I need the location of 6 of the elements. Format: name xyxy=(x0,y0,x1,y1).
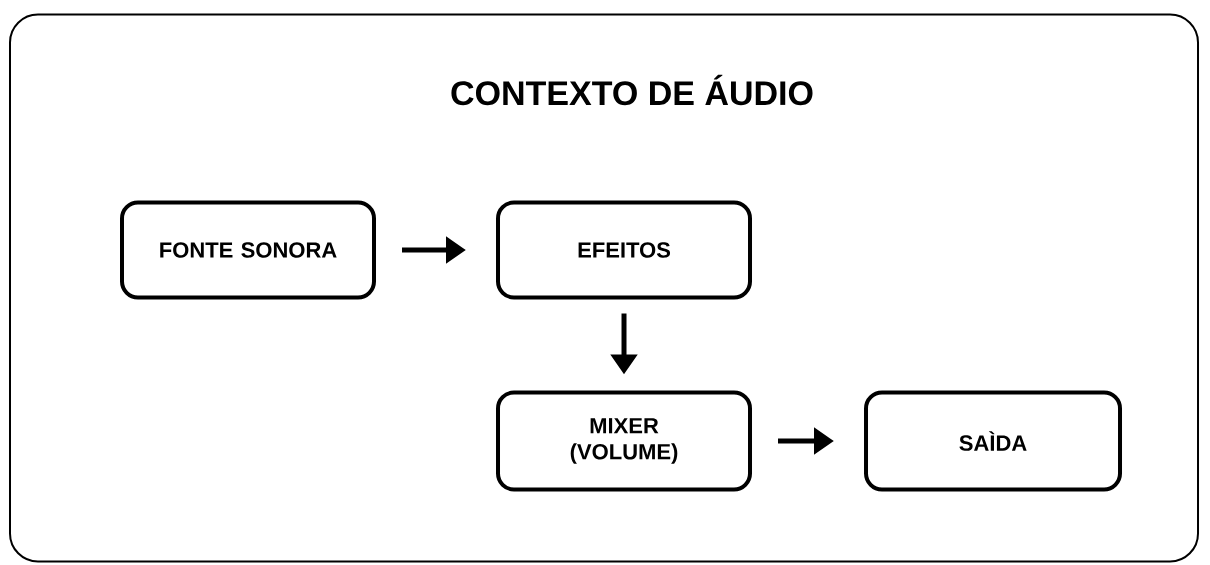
process-box: SAÌDA xyxy=(864,390,1122,492)
title: CONTEXTO DE ÁUDIO xyxy=(451,74,813,106)
process-box: MIXER (VOLUME) xyxy=(496,390,752,492)
process-box: EFEITOS xyxy=(496,200,752,300)
frame xyxy=(9,13,1199,563)
process-box: FONTE SONORA xyxy=(120,200,376,300)
